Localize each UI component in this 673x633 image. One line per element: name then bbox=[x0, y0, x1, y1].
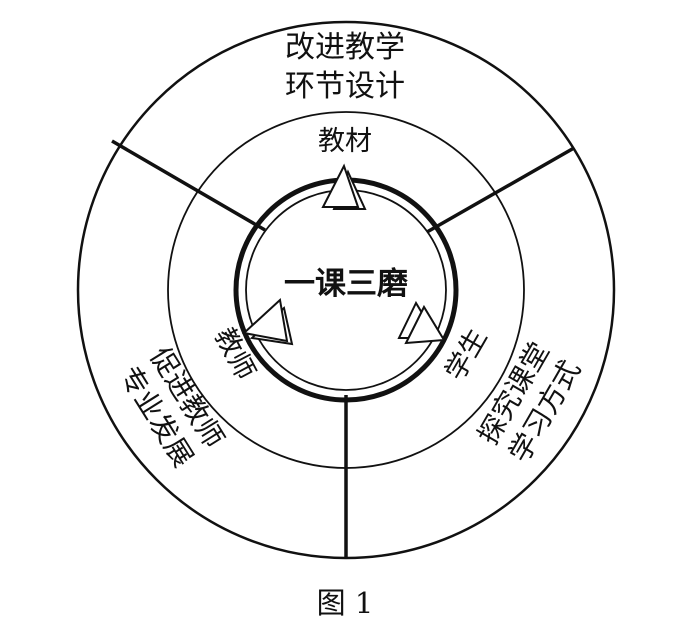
outer-label-right: 探究课堂 学习方式 bbox=[471, 336, 587, 468]
arrow-up-icon bbox=[321, 163, 367, 210]
arrow-lower-right-icon bbox=[397, 300, 446, 345]
outer-label-left: 促进教师 专业发展 bbox=[113, 341, 231, 473]
spoke-upper-left bbox=[111, 139, 266, 232]
outer-label-top-line2: 环节设计 bbox=[285, 69, 405, 104]
middle-label-top: 教材 bbox=[318, 126, 372, 157]
arrow-lower-left-icon bbox=[241, 298, 294, 346]
outer-label-top-line1: 改进教学 bbox=[285, 30, 405, 65]
center-label: 一课三磨 bbox=[284, 266, 408, 302]
figure-caption: 图 1 bbox=[317, 586, 374, 620]
spoke-upper-right bbox=[426, 146, 575, 234]
